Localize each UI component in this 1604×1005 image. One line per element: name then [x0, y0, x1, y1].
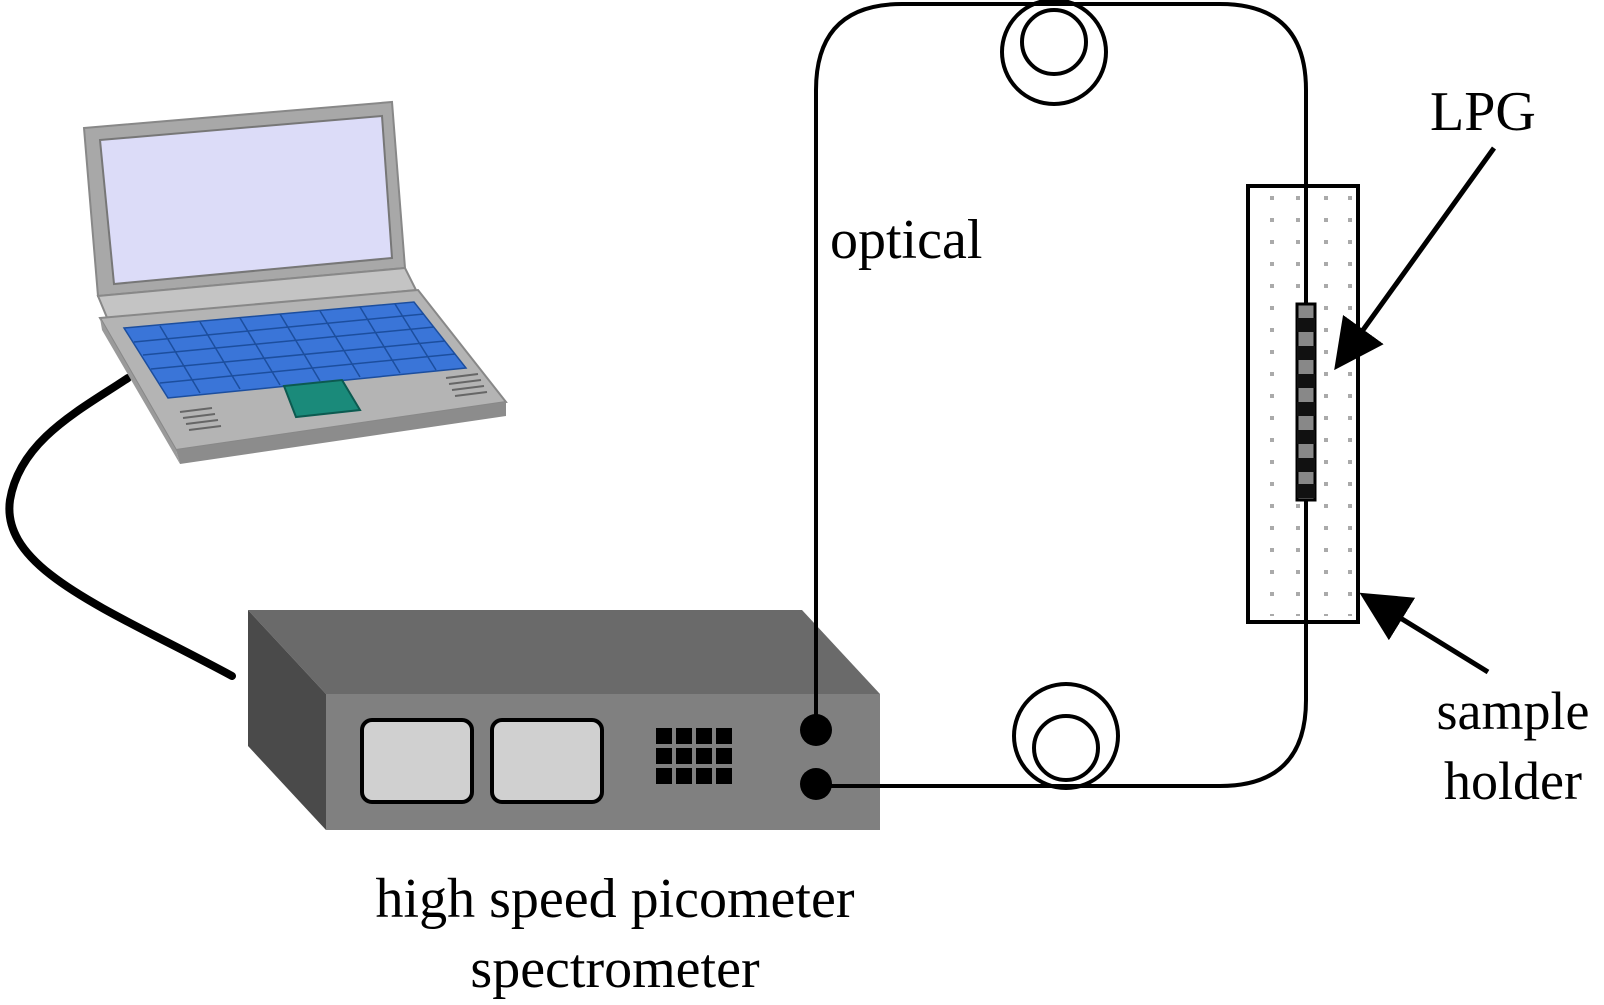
fiber-coil-icon	[1000, 0, 1108, 106]
keypad	[656, 728, 732, 784]
spectrometer-label-line2: spectrometer	[470, 938, 760, 1000]
lpg-label: LPG	[1430, 81, 1536, 143]
usb-cable	[5, 374, 236, 680]
sample-holder-label-line2: holder	[1444, 751, 1582, 812]
display-panel-left	[360, 718, 474, 804]
display-panel-right	[490, 718, 604, 804]
sample-holder-arrow	[1359, 592, 1490, 675]
spectrometer-label-line1: high speed picometer	[375, 868, 855, 930]
spectrometer-icon	[248, 610, 880, 830]
lpg-arrow	[1334, 146, 1497, 371]
sample-holder-label-line1: sample	[1436, 681, 1590, 741]
sample-holder-label: sample holder	[1418, 676, 1604, 816]
fiber-coil-icon	[1012, 682, 1120, 790]
optical-label: optical	[830, 209, 983, 271]
optical-fiber	[814, 2, 1308, 788]
lpg-grating-icon	[1295, 302, 1317, 502]
spectrometer-label: high speed picometer spectrometer	[300, 864, 930, 1004]
laptop-icon	[82, 100, 508, 464]
